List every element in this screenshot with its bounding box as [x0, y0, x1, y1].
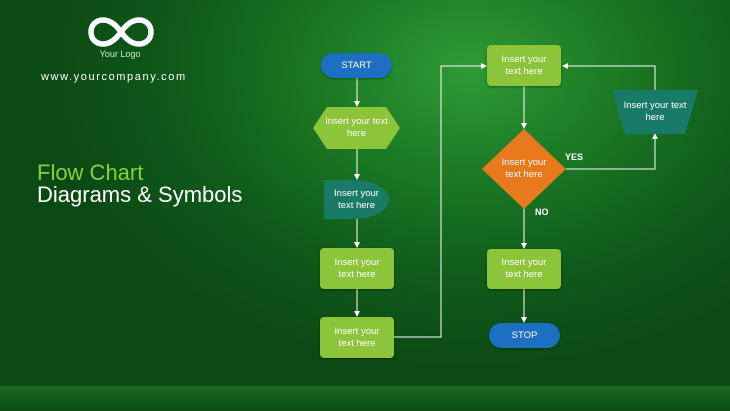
process-box-bottom: Insert your text here — [487, 249, 561, 289]
process-box-1: Insert your text here — [320, 248, 394, 289]
decision-text: Insert your text here — [501, 157, 547, 180]
connector-decision-yes — [566, 133, 658, 170]
connector-trap-top — [562, 63, 656, 90]
title-line-1: Flow Chart — [37, 160, 144, 185]
document-shape: Insert your text here — [324, 180, 389, 219]
process-box-top: Insert your text here — [487, 45, 561, 86]
decision-diamond — [482, 129, 566, 209]
logo-text: Your Logo — [99, 49, 141, 59]
connector-rect2-top — [393, 63, 487, 338]
no-label: NO — [535, 207, 549, 217]
infinity-logo-icon — [88, 17, 154, 47]
website-url: www.yourcompany.com — [41, 71, 187, 83]
process-box-2: Insert your text here — [320, 317, 394, 358]
process-hexagon: Insert your text here — [313, 107, 400, 149]
yes-label: YES — [565, 152, 584, 162]
stop-terminal: STOP — [489, 323, 560, 348]
manual-operation-trapezoid: Insert your text here — [612, 90, 698, 134]
title-line-2: Diagrams & Symbols — [37, 182, 243, 207]
floor-band — [0, 386, 730, 411]
start-terminal: START — [321, 53, 392, 78]
